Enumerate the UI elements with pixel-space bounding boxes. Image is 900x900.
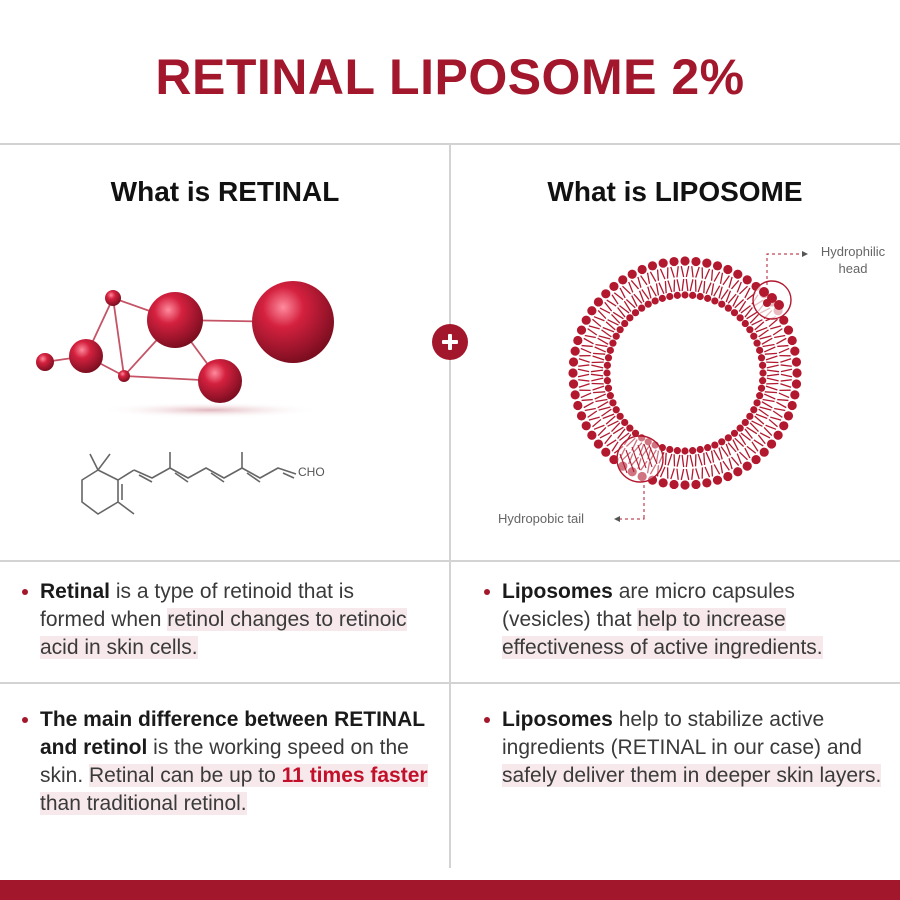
plus-circle-icon bbox=[432, 324, 468, 360]
difference-emphasis: 11 times faster bbox=[281, 764, 428, 787]
difference-heading: The main difference between RETINAL and … bbox=[40, 708, 425, 759]
liposome-callout-lines bbox=[614, 251, 808, 522]
hydrophilic-head-label: Hydrophilic head bbox=[820, 244, 886, 276]
bullet-dot bbox=[484, 717, 490, 723]
liposome-benefit-text: help to stabilize active ingredients (RE… bbox=[502, 708, 862, 759]
page-title: RETINAL LIPOSOME 2% bbox=[155, 49, 745, 105]
liposome-term: Liposomes bbox=[502, 580, 613, 603]
retinal-heading: What is RETINAL bbox=[110, 176, 340, 207]
liposome-benefit-term: Liposomes bbox=[502, 708, 613, 731]
divider-vertical bbox=[449, 143, 451, 868]
difference-highlight-end: than traditional retinol. bbox=[40, 792, 247, 815]
liposome-definition-text: are micro capsules (vesicles) that bbox=[502, 580, 795, 631]
liposome-benefit-highlight: safely deliver them in deeper skin layer… bbox=[502, 764, 882, 787]
liposome-diagram-icon bbox=[568, 256, 802, 490]
molecule-icon bbox=[36, 281, 334, 418]
footer-bar bbox=[0, 880, 900, 900]
liposome-benefit: Liposomes help to stabilize active ingre… bbox=[484, 706, 887, 790]
retinal-structure-icon bbox=[81, 452, 297, 515]
bullet-dot bbox=[484, 589, 490, 595]
retinal-definition-text: is a type of retinoid that is formed whe… bbox=[40, 580, 354, 631]
liposome-heading: What is LIPOSOME bbox=[547, 176, 803, 207]
retinal-definition: Retinal is a type of retinoid that is fo… bbox=[22, 578, 420, 662]
retinal-difference: The main difference between RETINAL and … bbox=[22, 706, 435, 818]
retinal-term: Retinal bbox=[40, 580, 111, 603]
bullet-dot bbox=[22, 717, 28, 723]
difference-text: is the working speed on the skin. bbox=[40, 736, 409, 787]
liposome-definition: Liposomes are micro capsules (vesicles) … bbox=[484, 578, 887, 662]
difference-highlight-start: Retinal can be up to bbox=[89, 764, 282, 787]
hydrophobic-tail-label: Hydropobic tail bbox=[498, 511, 584, 526]
cho-label: CHO bbox=[298, 465, 325, 479]
bullet-dot bbox=[22, 589, 28, 595]
